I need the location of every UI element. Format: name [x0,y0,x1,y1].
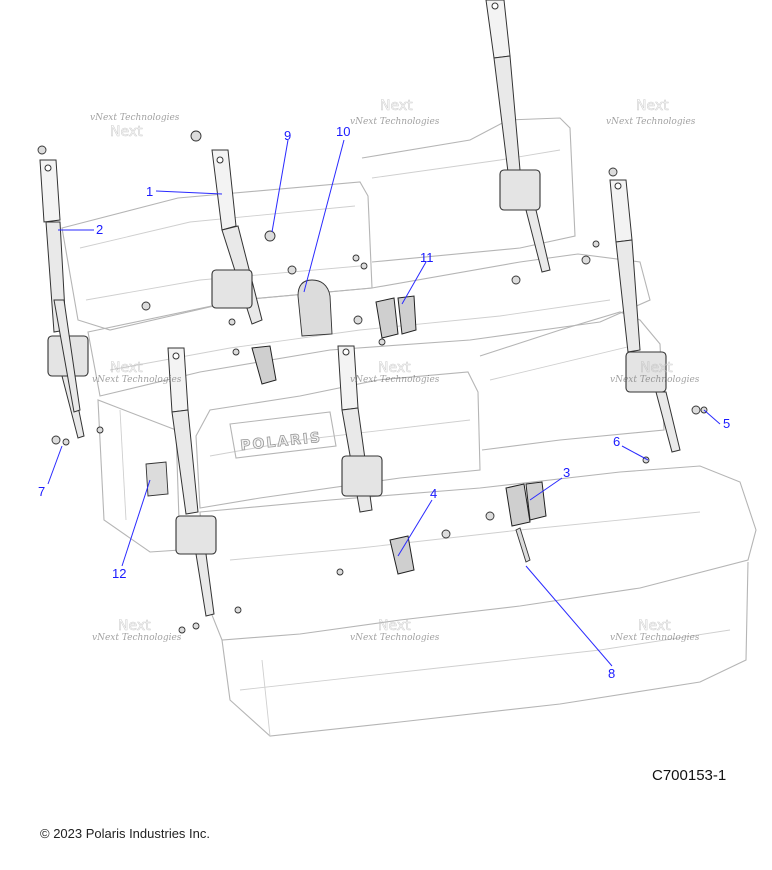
leader-lines [47,139,721,667]
callout-3: 3 [563,465,570,480]
callout-4: 4 [430,486,437,501]
belt-assembly-rear-right [485,0,551,273]
belt-assembly-front-left [167,347,217,617]
callout-9: 9 [284,128,291,143]
callout-5: 5 [723,416,730,431]
svg-text:Next: Next [118,618,151,634]
seat-outlines: POLARIS [61,117,757,737]
callout-8: 8 [608,666,615,681]
callout-labels: 1 2 3 4 5 6 7 8 9 10 11 12 [38,124,730,681]
callout-6: 6 [613,434,620,449]
svg-text:Next: Next [110,360,143,376]
svg-text:Next: Next [378,618,411,634]
callout-2: 2 [96,222,103,237]
svg-text:vNext Technologies: vNext Technologies [92,375,182,385]
svg-text:vNext Technologies: vNext Technologies [92,633,182,643]
svg-text:Next: Next [110,124,143,140]
belt-assembly-left-center [211,149,277,385]
svg-text:vNext Technologies: vNext Technologies [606,117,696,127]
cover-part-10 [297,279,333,337]
svg-text:Next: Next [638,618,671,634]
buckle-group-11 [353,295,417,346]
svg-text:Next: Next [380,98,413,114]
seat-logo: POLARIS [240,430,323,454]
svg-text:Next: Next [378,360,411,376]
belt-assembly-front-right [608,167,681,453]
svg-text:vNext Technologies: vNext Technologies [610,375,700,385]
callout-10: 10 [336,124,350,139]
callout-12: 12 [112,566,126,581]
cover-part-12 [145,461,169,497]
copyright-notice: © 2023 Polaris Industries Inc. [40,826,210,841]
svg-text:vNext Technologies: vNext Technologies [90,113,180,123]
callout-1: 1 [146,184,153,199]
svg-text:vNext Technologies: vNext Technologies [350,375,440,385]
svg-text:vNext Technologies: vNext Technologies [350,117,440,127]
callout-7: 7 [38,484,45,499]
svg-text:Next: Next [640,360,673,376]
svg-text:vNext Technologies: vNext Technologies [610,633,700,643]
watermarks: vNext Technologies Next vNext Technologi… [90,98,700,643]
diagram-code: C700153-1 [652,767,726,784]
belt-assembly-front-center [337,345,415,575]
callout-11: 11 [420,250,434,265]
svg-text:vNext Technologies: vNext Technologies [350,633,440,643]
belt-assembly-left-outer [37,145,89,439]
svg-text:Next: Next [636,98,669,114]
hardware-items [51,130,708,634]
buckle-group-3 [485,481,547,563]
